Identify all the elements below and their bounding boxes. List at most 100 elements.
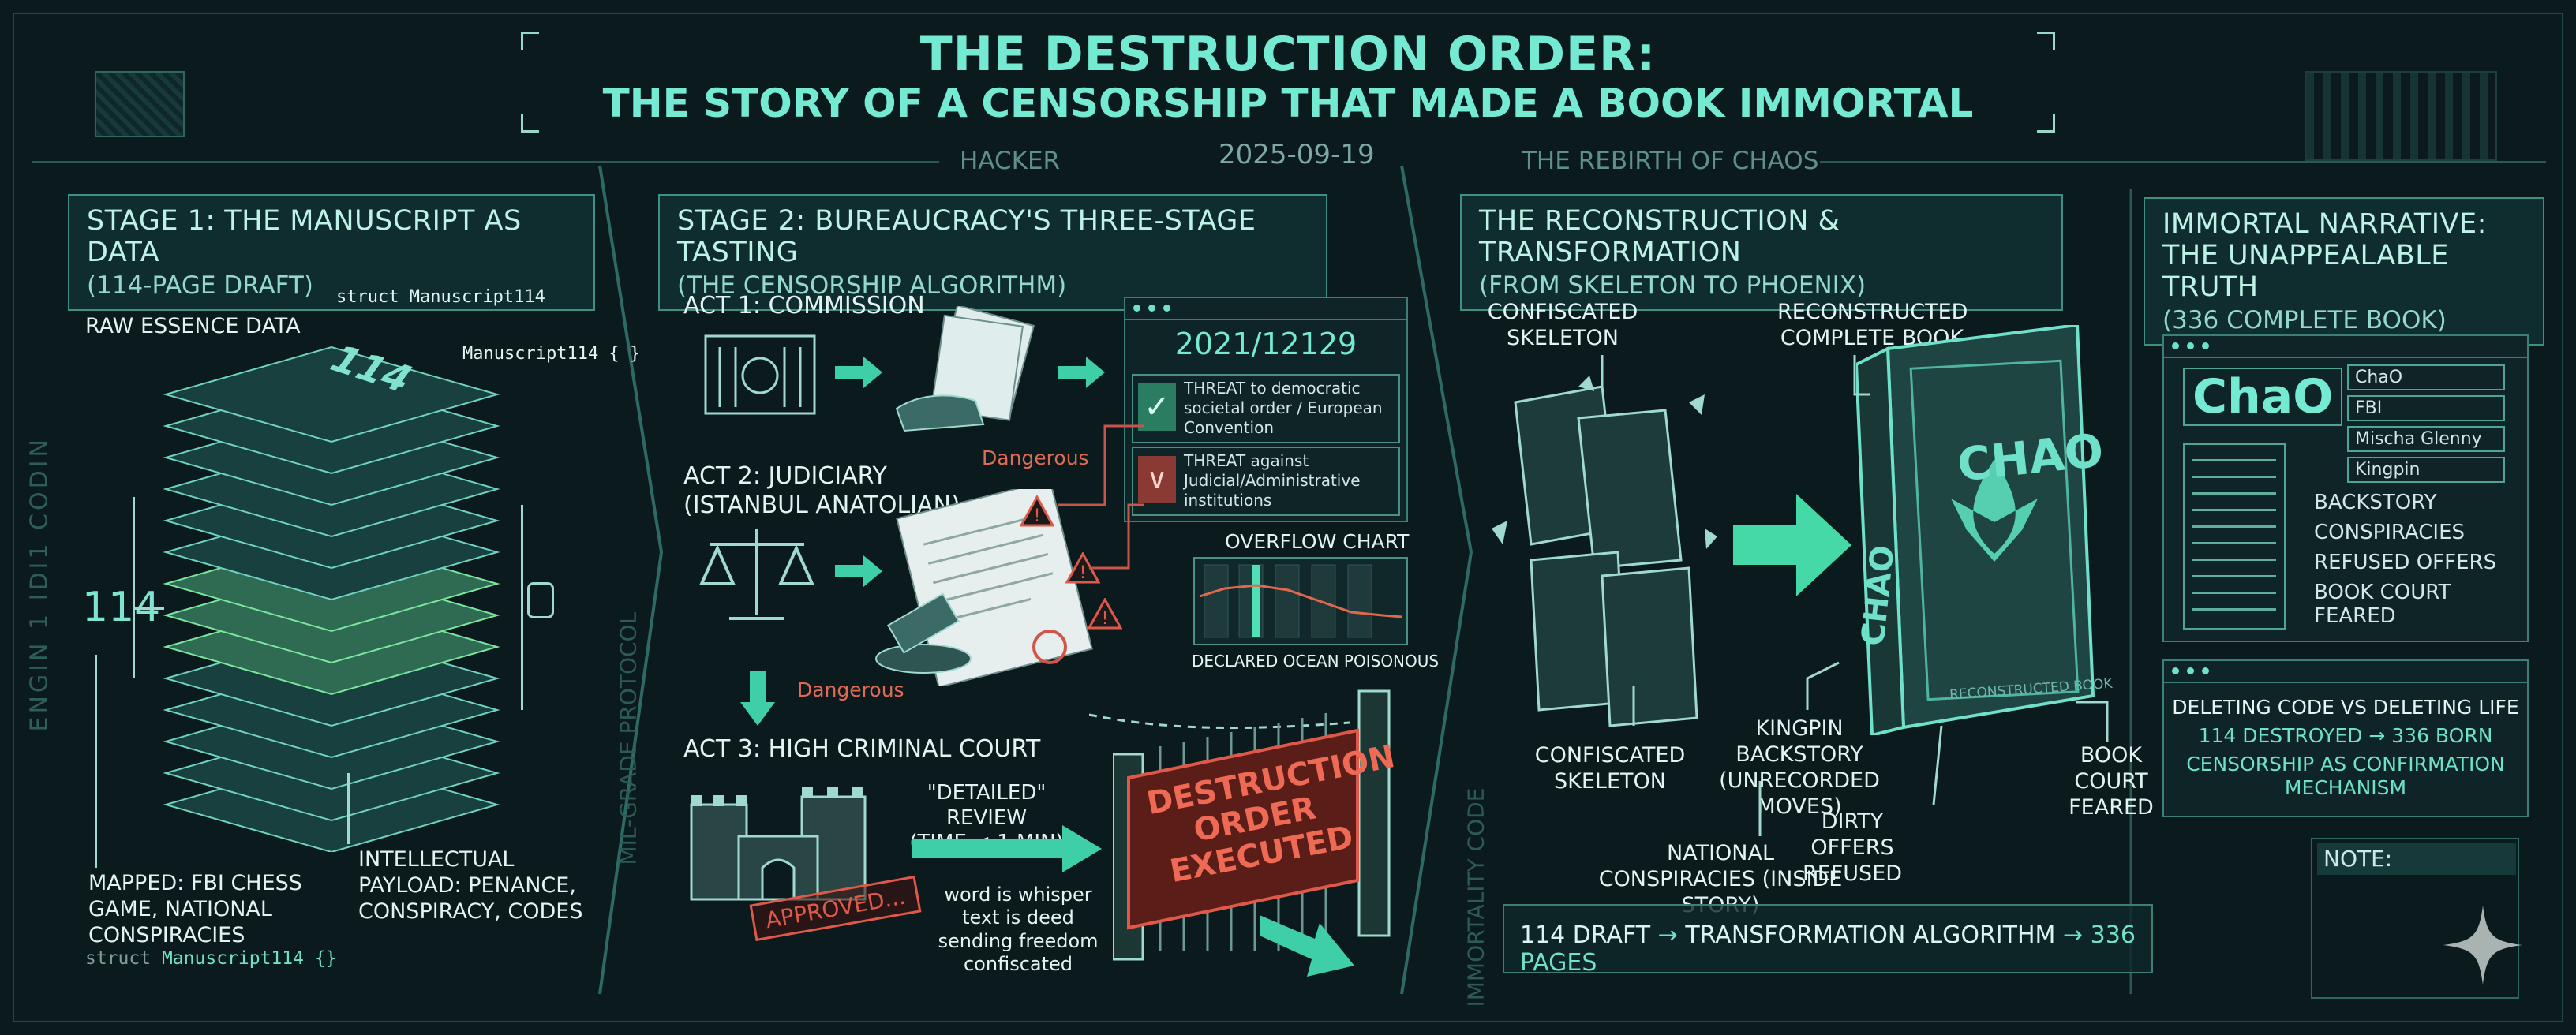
phoenix-icon: [1951, 459, 2038, 562]
item-list: BACKSTORY CONSPIRACIES REFUSED OFFERS BO…: [2314, 491, 2527, 628]
stage3-header: THE RECONSTRUCTION & TRANSFORMATION (FRO…: [1460, 194, 2063, 311]
threat2-row: ∨ THREAT against Judicial/Administrative…: [1132, 447, 1400, 516]
payload-label: INTELLECTUAL PAYLOAD: PENANCE, CONSPIRAC…: [358, 847, 583, 924]
act2-label: ACT 2: JUDICIARY (ISTANBUL ANATOLIAN): [683, 462, 960, 520]
stage4-subtitle: (336 COMPLETE BOOK): [2162, 306, 2447, 334]
whisper-line4: confiscated: [963, 952, 1073, 975]
dangerous-label-1: Dangerous: [982, 447, 1089, 469]
summary-line3: CENSORSHIP AS CONFIRMATION MECHANISM: [2186, 753, 2505, 799]
header-left-tag: HACKER: [960, 147, 1061, 175]
scales-icon: [698, 529, 815, 620]
dirty-offers-label: DIRTY OFFERS REFUSED: [1802, 809, 1903, 886]
stage2-header: STAGE 2: BUREAUCRACY'S THREE-STAGE TASTI…: [658, 194, 1327, 311]
warning-icon-1: !: [1020, 495, 1054, 527]
whisper-line2: text is deed: [962, 906, 1074, 929]
whisper-block: word is whisper text is deed sending fre…: [900, 884, 1136, 976]
confiscated-top-label: CONFISCATED SKELETON: [1487, 300, 1638, 350]
castle-icon: [690, 787, 867, 901]
header-corner-bl: [521, 114, 539, 133]
stage4-title-line2: THE UNAPPEALABLE TRUTH: [2162, 240, 2449, 303]
code-name: Manuscript114 {}: [161, 948, 337, 969]
header: THE DESTRUCTION ORDER: THE STORY OF A CE…: [521, 27, 2055, 133]
header-divider-left: [32, 161, 939, 163]
code-snippet: struct Manuscript114 {}: [85, 948, 337, 969]
act2-title: ACT 2: JUDICIARY: [683, 462, 887, 490]
flow-arrow-2-icon: →: [2062, 921, 2084, 949]
warning-flag-icon: ∨: [1138, 456, 1176, 503]
overflow-chart-title: OVERFLOW CHART: [1225, 530, 1410, 553]
bracket-left-connector: [133, 607, 164, 610]
act1-label: ACT 1: COMMISSION: [683, 292, 925, 319]
item-conspiracies: CONSPIRACIES: [2314, 521, 2466, 544]
top-left-chip-icon: [95, 71, 185, 137]
top-right-circuit-icon: [2305, 71, 2497, 161]
narrative-window: ChaO ChaO FBI Mischa Glenny Kingpin BACK…: [2162, 334, 2529, 642]
svg-text:!: !: [1080, 563, 1087, 583]
dangerous-label-2: Dangerous: [797, 678, 904, 701]
arrow-down-right-icon: [1260, 915, 1354, 977]
tag-list: ChaO FBI Mischa Glenny Kingpin: [2347, 364, 2505, 483]
tag-fbi: FBI: [2347, 395, 2505, 421]
stage3-subtitle: (FROM SKELETON TO PHOENIX): [1479, 271, 1866, 300]
summary-window: DELETING CODE VS DELETING LIFE 114 DESTR…: [2162, 659, 2529, 817]
chao-logo: ChaO: [2183, 368, 2343, 426]
page-title: THE DESTRUCTION ORDER:: [919, 27, 1657, 82]
stage1-title: STAGE 1: THE MANUSCRIPT AS DATA: [87, 205, 522, 268]
struct-label: struct Manuscript114: [336, 287, 545, 307]
reconstructed-label: RECONSTRUCTED COMPLETE BOOK: [1777, 300, 1968, 350]
leader-payload: [347, 773, 350, 844]
stage4-header: IMMORTAL NARRATIVE: THE UNAPPEALABLE TRU…: [2144, 197, 2544, 346]
flow-arrow-1-icon: →: [1657, 921, 1678, 949]
review-line1: "DETAILED" REVIEW: [927, 781, 1046, 830]
stage3-edge-vertical-text: IMMORTALITY CODE: [1462, 787, 1489, 1007]
case-number: 2021/12129: [1174, 327, 1357, 361]
header-corner-tr: [2037, 32, 2055, 50]
stage2-edge-vertical-text: MIL-GRADE PROTOCOL: [615, 611, 642, 865]
case-window-bar: [1125, 298, 1406, 320]
overflow-chart: [1193, 557, 1408, 645]
left-edge-vertical-text: ENGIN 1 IDI1 CODIN: [25, 436, 54, 732]
flow-step-1: 114 DRAFT → TRANSFORMATION ALGORITHM → 3…: [1520, 921, 2151, 977]
svg-text:!: !: [1034, 506, 1041, 526]
hand-document-icon: [895, 306, 1035, 432]
header-right-tag: THE REBIRTH OF CHAOS: [1522, 147, 1819, 175]
arrow-down-icon: [740, 671, 775, 726]
threat1-text: THREAT to democratic societal order / Eu…: [1184, 379, 1383, 437]
arrow-act3-icon: [912, 825, 1102, 872]
whisper-line3: sending freedom: [938, 929, 1099, 952]
manuscript-layer: [163, 346, 500, 443]
mapped-label: MAPPED: FBI CHESS GAME, NATIONAL CONSPIR…: [88, 871, 302, 947]
bracket-left-vertical: [133, 497, 135, 678]
manuscript-object-label: Manuscript114 { }: [462, 344, 641, 364]
confiscated-bottom-label: CONFISCATED SKELETON: [1534, 743, 1686, 794]
leader-mapped: [95, 655, 97, 868]
case-window: 2021/12129 ✓ THREAT to democratic societ…: [1124, 297, 1408, 522]
book-icon: [1856, 325, 2095, 735]
sparkle-icon: [2443, 906, 2522, 985]
danger-connectors: [1058, 424, 1144, 570]
summary-line2: 114 DESTROYED → 336 BORN: [2198, 724, 2493, 747]
flow-1-text: 114 DRAFT: [1520, 921, 1651, 949]
header-corner-br: [2037, 114, 2055, 133]
narrative-window-bar: [2164, 336, 2527, 358]
code-keyword: struct: [85, 948, 152, 969]
summary-line1: DELETING CODE VS DELETING LIFE: [2172, 696, 2519, 719]
big-arrow-right-icon: [1733, 494, 1852, 596]
flow-3-text: 336 PAGES: [1520, 921, 2136, 977]
gate-icon: [1113, 689, 1391, 961]
note-box[interactable]: NOTE:: [2311, 838, 2519, 999]
arrow-act1-a-icon: [835, 357, 882, 388]
court-feared-label: BOOK COURT FEARED: [2069, 743, 2154, 820]
server-icon: [527, 582, 554, 618]
outer-frame: [13, 13, 2563, 1022]
arrow-act2-icon: [835, 555, 882, 587]
shattered-pages-icon: [1492, 376, 1717, 727]
page-subtitle: THE STORY OF A CENSORSHIP THAT MADE A BO…: [602, 80, 1974, 126]
flow-2-text: TRANSFORMATION ALGORITHM: [1685, 921, 2056, 949]
act3-label: ACT 3: HIGH CRIMINAL COURT: [683, 735, 1041, 763]
manuscript-stack-icon: [163, 346, 500, 852]
bracket-right-vertical: [521, 505, 523, 710]
summary-window-bar: [2164, 661, 2527, 683]
arrow-act1-b-icon: [1058, 357, 1105, 388]
text-lines-icon: [2183, 443, 2286, 630]
